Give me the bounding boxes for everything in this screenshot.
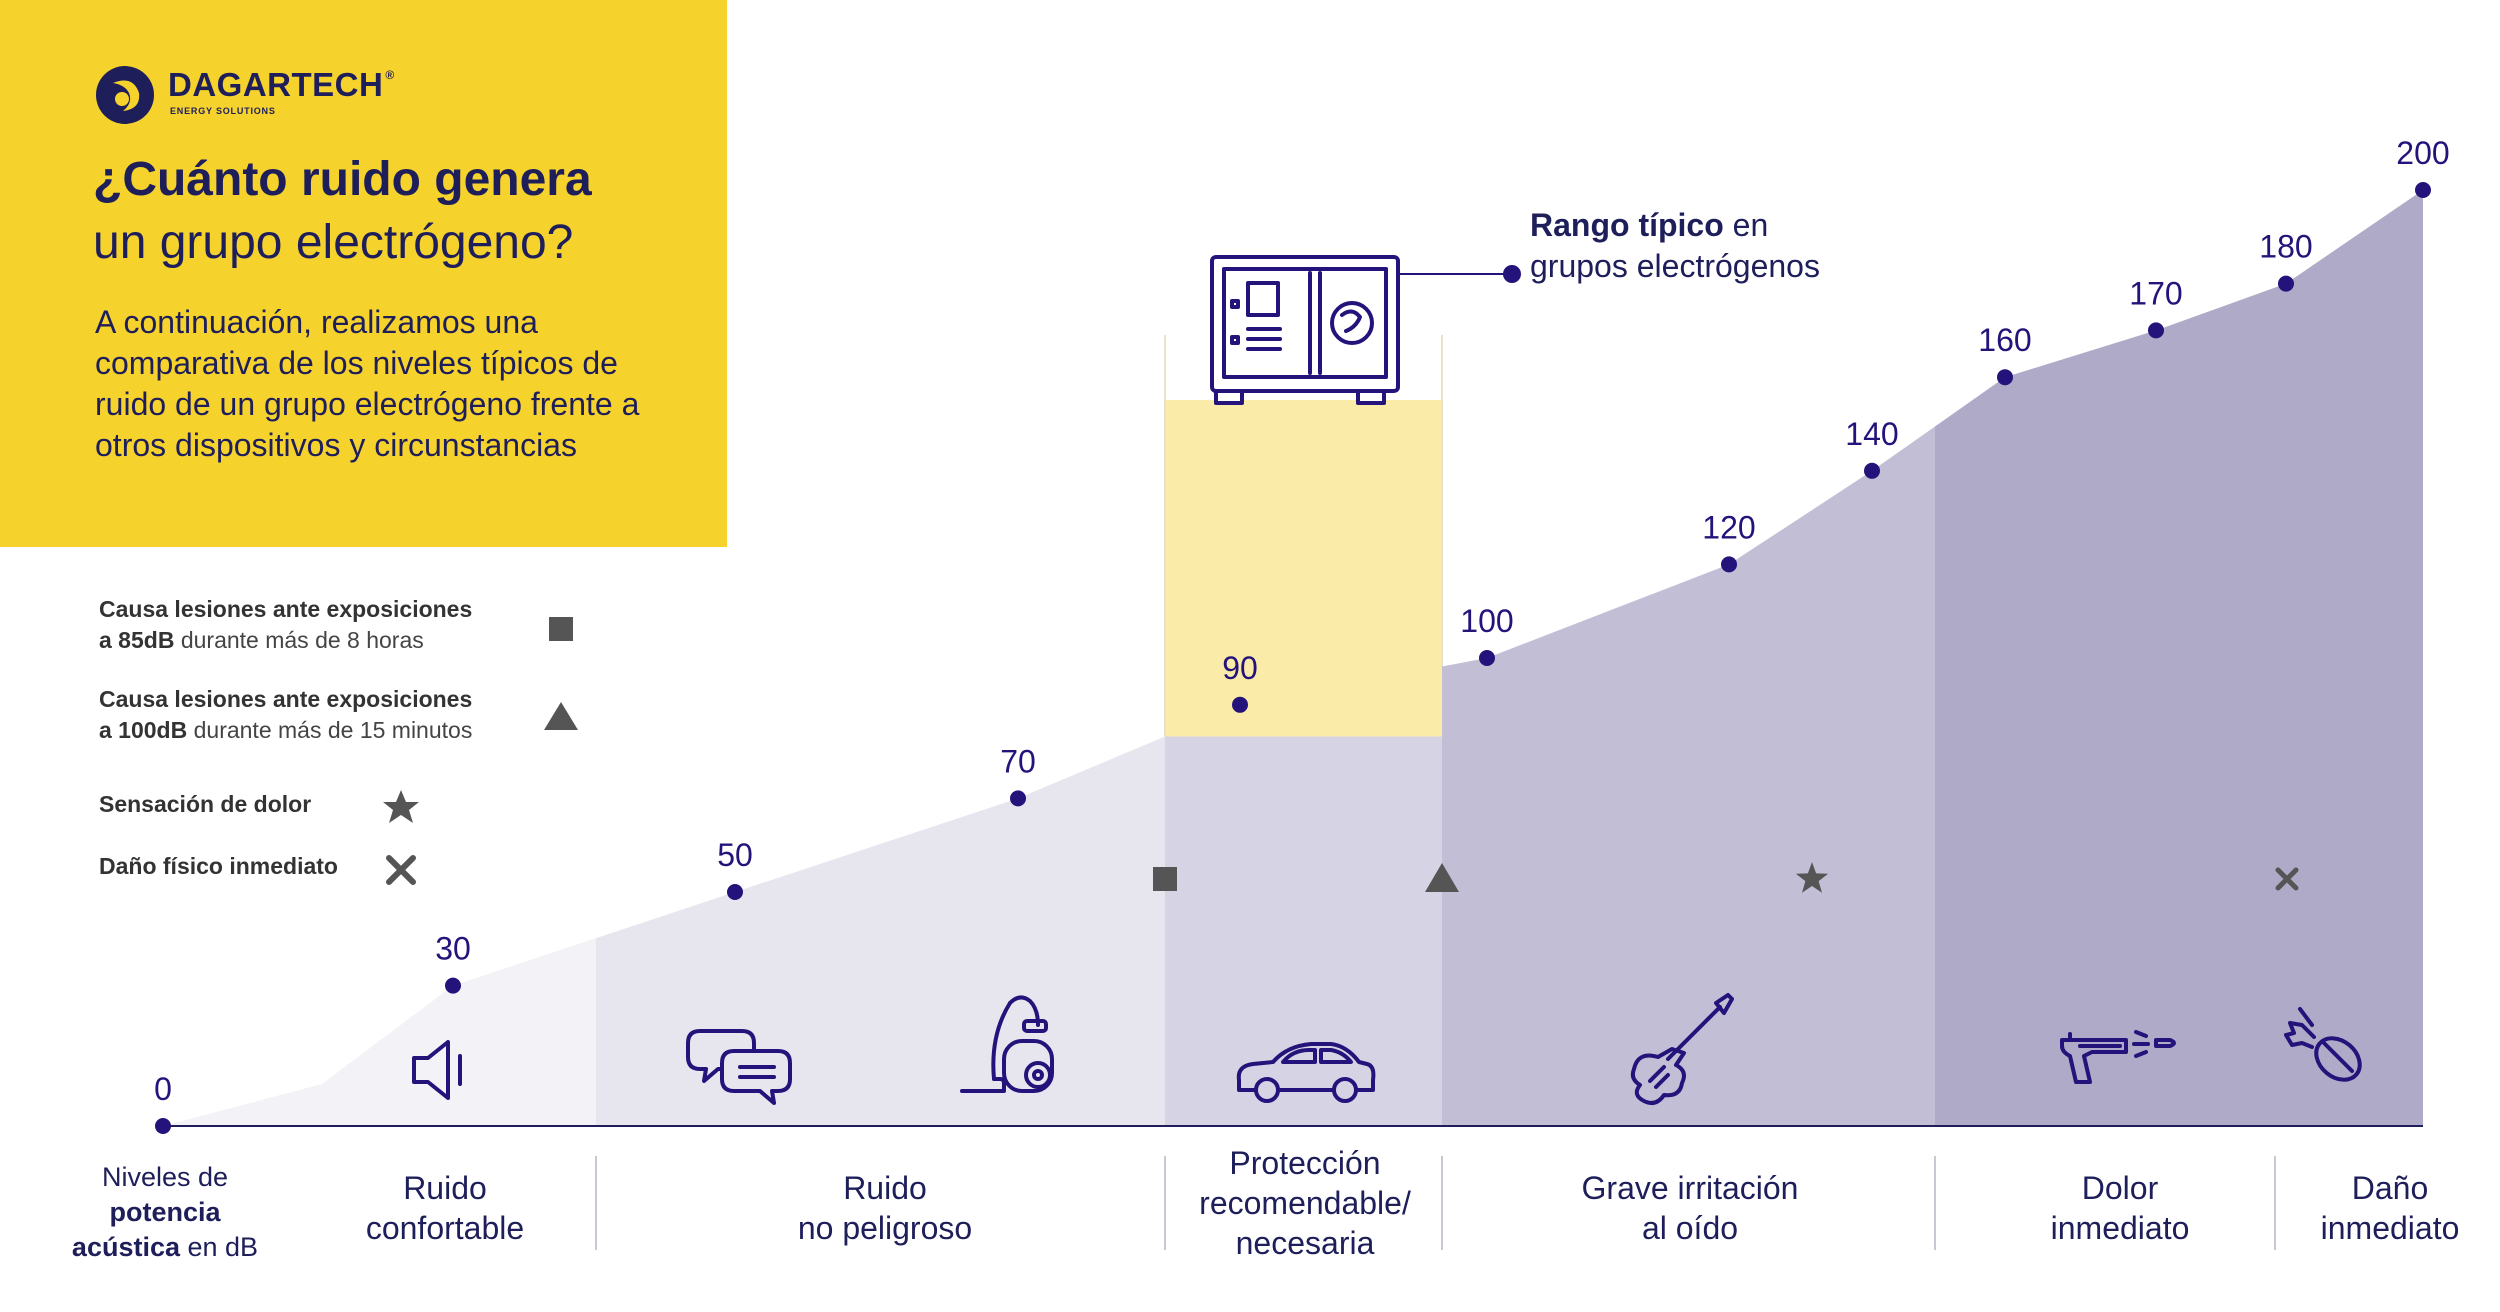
category-dividers	[595, 1156, 2276, 1250]
data-point	[1997, 369, 2013, 386]
title-bold: ¿Cuánto ruido genera	[93, 153, 592, 206]
bomb-icon	[2284, 1007, 2362, 1082]
data-point	[445, 977, 461, 994]
brand-tagline: ENERGY SOLUTIONS	[170, 106, 276, 116]
data-point	[2148, 322, 2164, 339]
generator-icon	[1210, 255, 1400, 405]
data-point	[1721, 556, 1737, 573]
data-point	[1232, 696, 1248, 713]
cross-marker-icon	[386, 855, 416, 885]
data-label: 160	[1978, 322, 2031, 358]
data-label: 120	[1702, 509, 1755, 545]
data-point	[2278, 275, 2294, 292]
data-label: 30	[435, 931, 471, 967]
threshold-markers	[1153, 862, 2299, 893]
data-point	[2415, 182, 2431, 198]
data-label: 0	[154, 1071, 172, 1107]
chat-bubbles-icon	[686, 1029, 792, 1105]
legend-item-pain: Sensación de dolor	[99, 791, 312, 817]
triangle-marker-icon	[544, 702, 578, 730]
typical-range-band	[1164, 335, 1443, 737]
zone-area	[596, 736, 1165, 1126]
star-marker-icon	[383, 790, 419, 823]
star-threshold-marker	[1795, 862, 1829, 893]
data-label: 70	[1000, 743, 1036, 779]
zone-area	[1165, 666, 1442, 1126]
car-icon	[1236, 1042, 1376, 1103]
data-point	[1479, 650, 1495, 666]
electric-guitar-icon	[1630, 993, 1734, 1105]
data-label: 200	[2396, 135, 2449, 171]
header-panel: DAGARTECH® ENERGY SOLUTIONS ¿Cuánto ruid…	[0, 0, 727, 547]
zone-area	[1935, 190, 2423, 1126]
square-marker-icon	[549, 617, 573, 641]
data-point	[155, 1118, 171, 1134]
gun-icon	[2060, 1030, 2176, 1084]
data-label: 140	[1845, 416, 1898, 452]
brand-logo: DAGARTECH® ENERGY SOLUTIONS	[93, 63, 413, 129]
data-points: 0 30 50 70 90 100 120 140 160 170 180 200	[154, 135, 2450, 1134]
zone-area	[163, 938, 596, 1126]
brand-name: DAGARTECH®	[168, 66, 395, 103]
range-band-wedge	[1165, 666, 1442, 737]
title-regular: un grupo electrógeno?	[93, 216, 574, 269]
data-label: 180	[2259, 229, 2312, 265]
data-point	[1864, 462, 1880, 479]
intro-text: A continuación, realizamos una comparati…	[95, 304, 640, 463]
legend-item-damage: Daño físico inmediato	[99, 853, 338, 879]
vacuum-cleaner-icon	[960, 995, 1054, 1093]
category-zones	[163, 190, 2423, 1127]
data-point	[727, 884, 743, 900]
data-label: 90	[1222, 650, 1258, 686]
speaker-icon	[412, 1040, 462, 1100]
cross-threshold-marker	[2275, 867, 2299, 891]
data-point	[1010, 790, 1026, 807]
square-threshold-marker	[1153, 867, 1177, 891]
data-label: 100	[1460, 603, 1513, 639]
zone-area	[1442, 426, 1935, 1127]
range-callout-dot	[1503, 265, 1521, 283]
data-label: 50	[717, 837, 753, 873]
data-label: 170	[2129, 275, 2182, 311]
dagartech-logo-icon	[96, 66, 154, 124]
triangle-threshold-marker	[1425, 863, 1459, 892]
